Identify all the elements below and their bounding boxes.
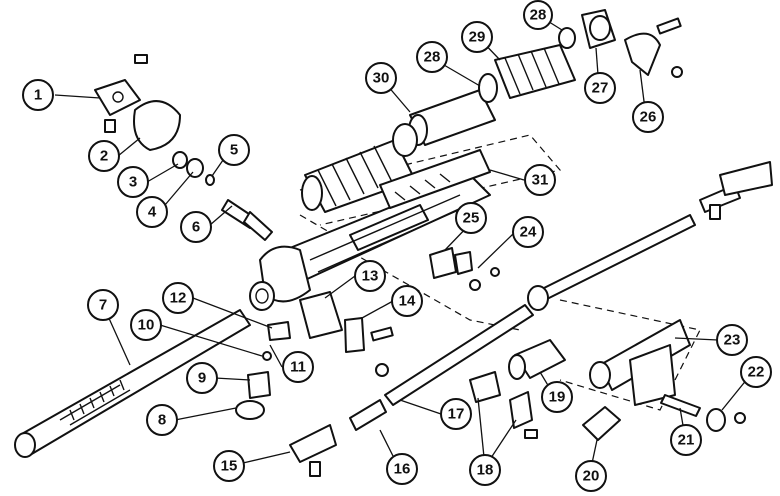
callout-4: 4 [136,196,168,228]
svg-text:28: 28 [424,49,441,66]
rack-housing [249,174,491,311]
svg-text:31: 31 [532,172,549,189]
callout-28-top: 28 [523,0,553,30]
callout-6: 6 [180,211,212,243]
svg-text:18: 18 [477,462,494,479]
callout-23: 23 [716,324,748,356]
callout-12: 12 [162,282,194,314]
svg-text:19: 19 [549,389,566,406]
callout-29: 29 [461,21,493,53]
callout-5: 5 [218,134,250,166]
svg-text:17: 17 [448,406,465,423]
callout-8: 8 [146,404,178,436]
bellows-right [478,44,576,103]
svg-text:16: 16 [394,461,411,478]
tie-rod-right [527,161,773,311]
tie-rod-left [289,304,534,477]
callout-3: 3 [117,166,149,198]
callout-9: 9 [186,362,218,394]
dust-boot-2 [133,100,181,151]
svg-text:27: 27 [592,80,609,97]
bracket-24-25 [429,247,500,291]
svg-text:13: 13 [362,268,379,285]
svg-text:7: 7 [99,297,107,314]
svg-text:20: 20 [583,468,600,485]
svg-text:28: 28 [530,7,547,24]
callout-15: 15 [213,450,245,482]
seal-3-4-5 [172,151,215,186]
tube-30 [392,89,496,157]
leader-lines [54,14,753,469]
svg-text:9: 9 [198,370,206,387]
callout-30: 30 [365,62,397,94]
svg-text:11: 11 [290,359,306,376]
svg-text:22: 22 [748,364,765,381]
callout-16: 16 [386,453,418,485]
callout-26: 26 [632,101,664,133]
pinion-shaft-6 [221,199,273,241]
seal-rings-top [558,9,616,49]
callout-28-mid: 28 [416,41,448,73]
callout-20: 20 [575,460,607,492]
callout-31: 31 [524,164,556,196]
svg-text:29: 29 [469,29,486,46]
svg-text:2: 2 [100,148,108,165]
callout-21: 21 [670,424,702,456]
svg-text:8: 8 [158,412,166,429]
pinion-cover-1 [94,54,148,133]
svg-text:24: 24 [520,224,537,241]
callout-14: 14 [391,285,423,317]
svg-text:21: 21 [678,432,695,449]
callout-22: 22 [740,356,772,388]
bolts-21-22 [660,394,746,432]
callout-24: 24 [512,216,544,248]
callout-2: 2 [88,140,120,172]
callout-1: 1 [22,79,54,111]
callout-7: 7 [87,289,119,321]
svg-text:12: 12 [170,290,187,307]
callout-25: 25 [455,202,487,234]
svg-text:26: 26 [640,109,657,126]
svg-text:1: 1 [34,87,42,104]
svg-text:6: 6 [192,219,200,236]
callout-10: 10 [130,309,162,341]
mount-clamp-19 [508,339,566,380]
svg-text:4: 4 [148,204,157,221]
svg-text:3: 3 [129,174,137,191]
svg-text:25: 25 [463,210,480,227]
callout-13: 13 [354,260,386,292]
callout-11: 11 [282,351,314,383]
svg-text:23: 23 [724,332,741,349]
callout-18: 18 [469,454,501,486]
tube-31 [379,149,491,209]
svg-text:14: 14 [399,293,416,310]
clamps-18 [469,371,538,439]
mount-bracket-26 [624,17,683,78]
yoke-parts [235,291,394,420]
rack-bar [14,309,251,458]
callout-17: 17 [440,398,472,430]
svg-text:15: 15 [221,458,238,475]
mount-23 [589,319,691,406]
callout-27: 27 [584,72,616,104]
callout-19: 19 [541,381,573,413]
svg-text:5: 5 [230,142,238,159]
svg-text:10: 10 [138,317,155,334]
mount-pad-20 [582,406,621,441]
svg-text:30: 30 [373,70,390,87]
